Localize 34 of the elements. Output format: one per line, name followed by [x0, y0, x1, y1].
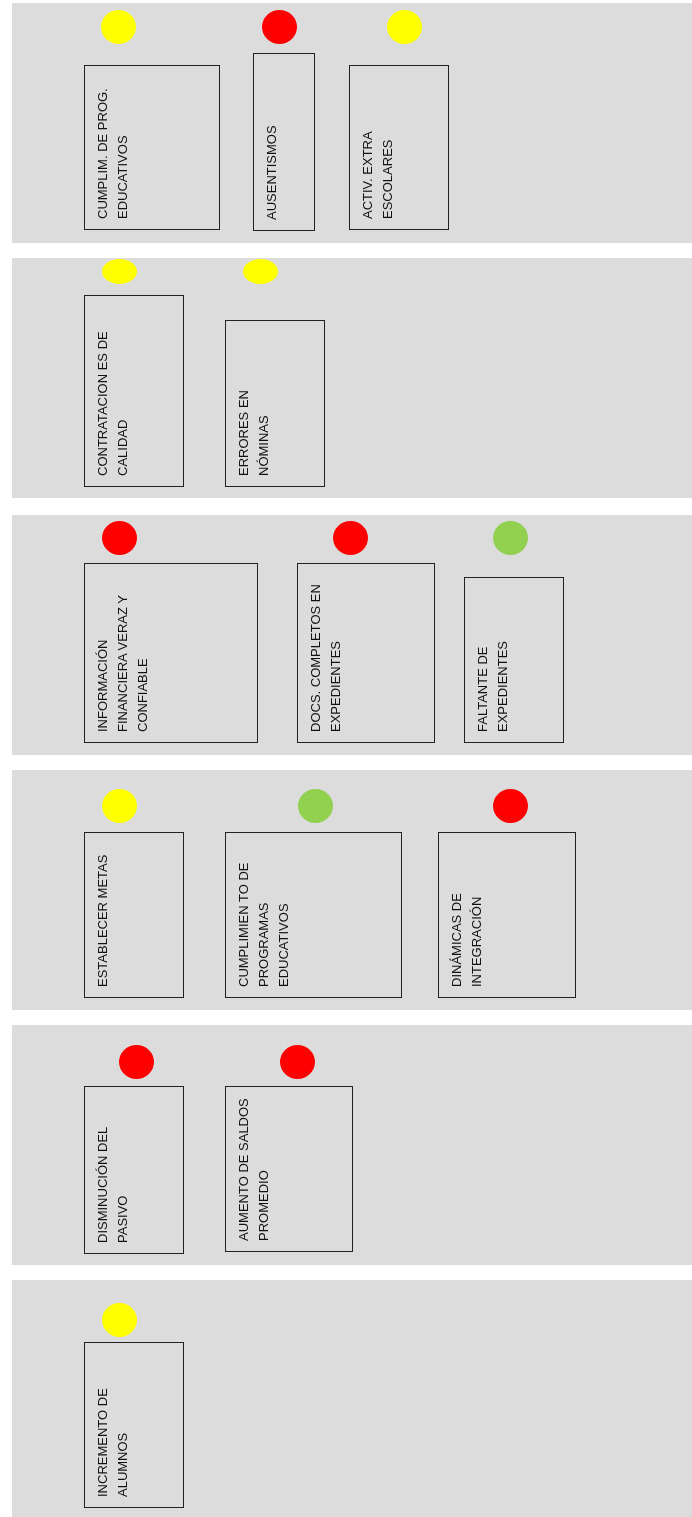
status-light [280, 1045, 315, 1079]
status-light [243, 259, 278, 284]
status-light [333, 521, 368, 555]
status-light [102, 521, 137, 555]
perspective-band [12, 770, 692, 1010]
objective-box: ESTABLECER METAS [84, 832, 184, 998]
perspective-band [12, 515, 692, 755]
status-light [262, 10, 297, 44]
status-light [387, 10, 422, 44]
status-light [102, 1303, 137, 1337]
status-light [493, 521, 528, 555]
status-light [101, 10, 136, 44]
perspective-band [12, 258, 692, 498]
objective-box: AUSENTISMOS [253, 53, 315, 231]
status-light [298, 789, 333, 823]
perspective-band [12, 1280, 692, 1517]
objective-box: ERRORES EN NÓMINAS [225, 320, 325, 487]
status-light [102, 259, 137, 284]
perspective-band [12, 3, 692, 243]
objective-box: INFORMACIÓN FINANCIERA VERAZ Y CONFIABLE [84, 563, 258, 743]
status-light [119, 1045, 154, 1079]
objective-box: CUMPLIM. DE PROG. EDUCATIVOS [84, 65, 220, 230]
objective-box: CUMPLIMIEN TO DE PROGRAMAS EDUCATIVOS [225, 832, 402, 998]
objective-box: DOCS. COMPLETOS EN EXPEDIENTES [297, 563, 435, 743]
objective-box: FALTANTE DE EXPEDIENTES [464, 577, 564, 743]
objective-box: ACTIV. EXTRA ESCOLARES [349, 65, 449, 230]
status-light [493, 789, 528, 823]
objective-box: INCREMENTO DE ALUMNOS [84, 1342, 184, 1508]
objective-box: DINÁMICAS DE INTEGRACIÓN [438, 832, 576, 998]
objective-box: DISMINUCIÓN DEL PASIVO [84, 1086, 184, 1254]
objective-box: AUMENTO DE SALDOS PROMEDIO [225, 1086, 353, 1252]
perspective-band [12, 1025, 692, 1265]
objective-box: CONTRATACION ES DE CALIDAD [84, 295, 184, 487]
status-light [102, 789, 137, 823]
